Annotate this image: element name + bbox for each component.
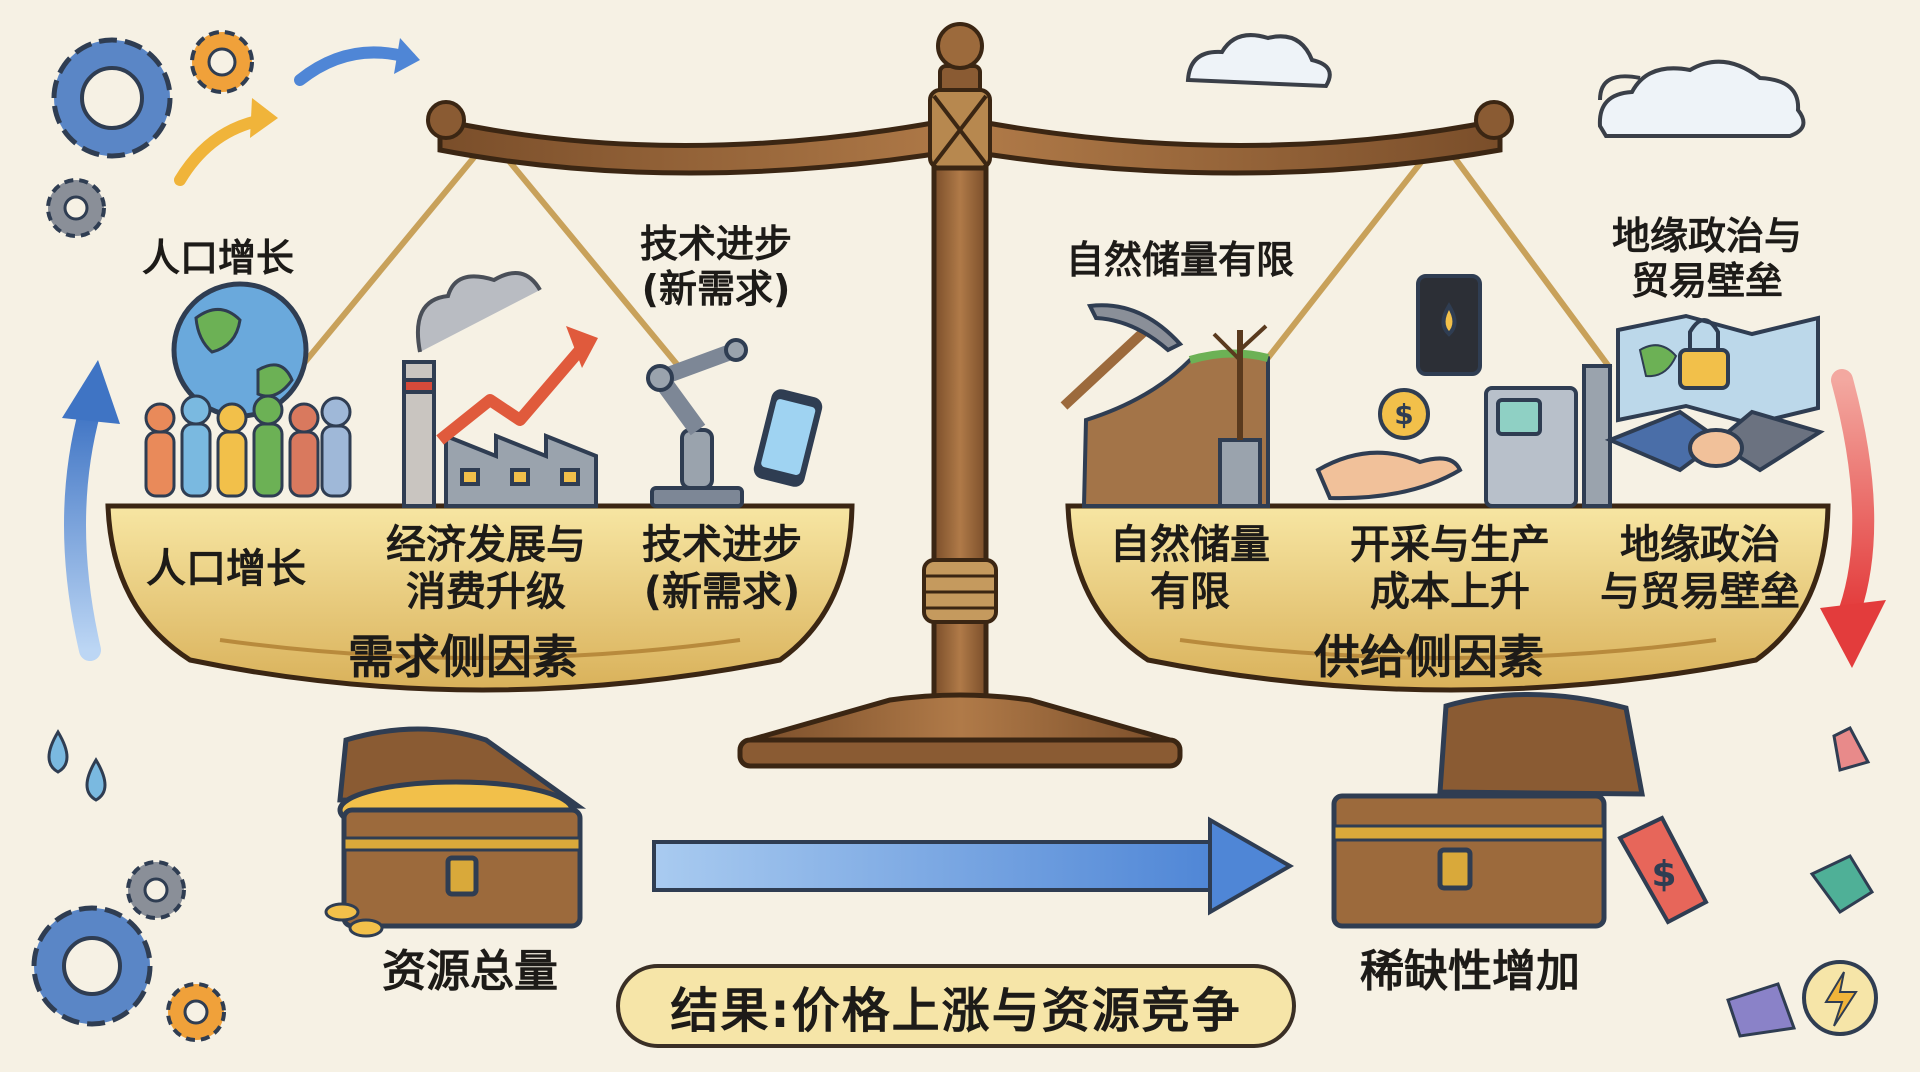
robot-arm-icon xyxy=(646,338,748,508)
flow-arrow-shaft xyxy=(652,840,1216,892)
water-drop-icon xyxy=(47,729,107,802)
factory-icon xyxy=(402,360,598,508)
coin-icon xyxy=(324,902,384,938)
down-arrow-icon xyxy=(1831,369,1875,621)
demand-side-title: 需求侧因素 xyxy=(348,630,578,684)
supply-side-title: 供给侧因素 xyxy=(1314,630,1544,684)
pan-population-label: 人口增长 xyxy=(146,546,306,592)
demand-pan xyxy=(105,503,855,693)
pan-cost-label-line2: 成本上升 xyxy=(1370,569,1530,616)
tech-top-label-line2: (新需求) xyxy=(641,266,791,311)
arrowhead-icon xyxy=(566,326,598,368)
pan-geo-label-line1: 地缘政治 xyxy=(1620,522,1780,568)
pan-economy-label-line1: 经济发展与 xyxy=(386,522,586,568)
population-top-label: 人口增长 xyxy=(142,236,295,280)
price-tag-icon: $ xyxy=(1617,815,1709,925)
pan-tech-label: 技术进步 (新需求) xyxy=(642,522,802,616)
pan-tech-label-line2: (新需求) xyxy=(643,569,801,616)
padlock-icon xyxy=(1678,318,1730,390)
energy-icon xyxy=(1802,960,1878,1036)
crystal-icon xyxy=(1726,726,1875,1038)
gear-icon xyxy=(166,982,226,1042)
result-banner: 结果:价格上涨与资源竞争 xyxy=(616,964,1296,1048)
scarcity-label: 稀缺性增加 xyxy=(1360,946,1580,997)
growth-arrow-icon xyxy=(436,346,585,445)
gear-icon xyxy=(51,37,173,159)
pan-tech-label-line1: 技术进步 xyxy=(642,522,802,568)
pan-cost-label: 开采与生产 成本上升 xyxy=(1350,522,1550,616)
gear-icon xyxy=(31,905,153,1027)
tech-top-label: 技术进步 (新需求) xyxy=(640,222,792,312)
depleted-land-icon xyxy=(1081,324,1270,508)
pan-economy-label: 经济发展与 消费升级 xyxy=(386,522,586,616)
arrowhead-icon xyxy=(250,98,278,138)
arrowhead-icon xyxy=(1820,600,1886,668)
pan-geo-label: 地缘政治 与贸易壁垒 xyxy=(1600,522,1800,616)
arrowhead-icon xyxy=(394,38,420,74)
result-text: 结果:价格上涨与资源竞争 xyxy=(670,983,1242,1039)
svg-text:$: $ xyxy=(1651,854,1676,895)
coin-hand-icon: $ xyxy=(1315,388,1463,501)
pan-reserves-label: 自然储量 有限 xyxy=(1110,522,1270,616)
gear-icon xyxy=(46,178,106,238)
handshake-icon xyxy=(1604,409,1825,473)
smartphone-icon xyxy=(753,389,823,487)
svg-text:$: $ xyxy=(1394,398,1413,431)
reserves-top-label: 自然储量有限 xyxy=(1066,238,1295,282)
flow-arrowhead-icon xyxy=(1208,816,1295,916)
curved-arrow-icon xyxy=(174,114,268,186)
balance-scale xyxy=(297,22,1613,769)
geo-top-label: 地缘政治与 贸易壁垒 xyxy=(1612,214,1802,304)
geo-top-label-line2: 贸易壁垒 xyxy=(1631,258,1784,303)
pickaxe-icon xyxy=(1060,303,1184,410)
cloud-icon xyxy=(1185,33,1332,89)
mining-machine-icon xyxy=(1484,364,1612,508)
resource-total-label: 资源总量 xyxy=(382,946,558,997)
arrowhead-icon xyxy=(62,360,120,424)
empty-chest-icon xyxy=(1331,692,1646,929)
pan-reserves-label-line1: 自然储量 xyxy=(1110,522,1270,568)
geo-top-label-line1: 地缘政治与 xyxy=(1612,214,1803,258)
pan-geo-label-line2: 与贸易壁垒 xyxy=(1600,569,1800,616)
pan-reserves-label-line2: 有限 xyxy=(1150,569,1230,616)
pan-economy-label-line2: 消费升级 xyxy=(406,569,566,616)
people-crowd-icon xyxy=(144,394,352,498)
tech-top-label-line1: 技术进步 xyxy=(640,222,793,266)
pan-cost-label-line1: 开采与生产 xyxy=(1350,522,1550,568)
up-arrow-icon xyxy=(64,399,101,661)
cloud-icon xyxy=(1597,59,1806,138)
curved-arrow-icon xyxy=(294,46,416,86)
gear-icon xyxy=(190,30,254,94)
full-chest-icon xyxy=(337,726,587,929)
smoke-icon xyxy=(415,270,542,353)
supply-pan xyxy=(1065,503,1831,693)
oil-barrel-icon xyxy=(1416,274,1482,376)
gear-icon xyxy=(126,860,186,920)
